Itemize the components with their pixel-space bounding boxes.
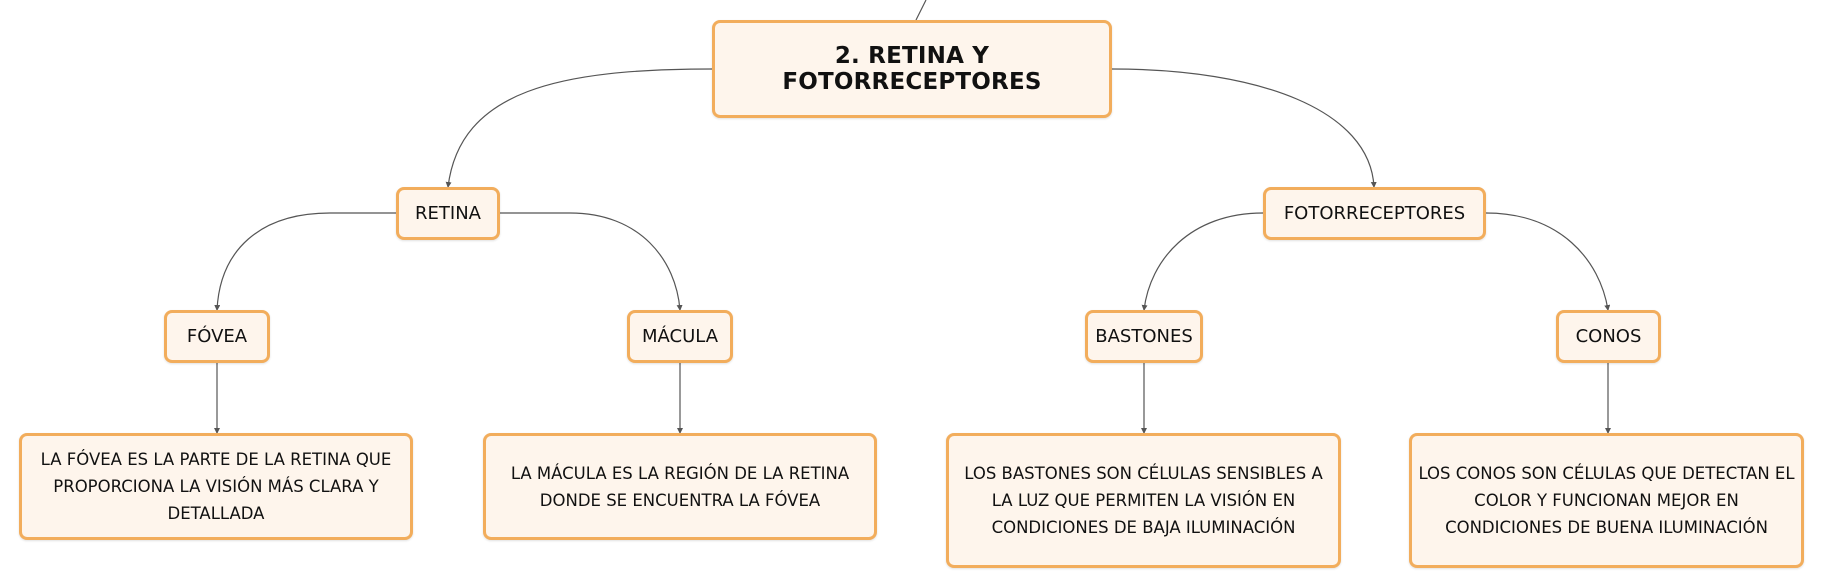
description-text-macula: LA MÁCULA ES LA REGIÓN DE LA RETINA DOND…	[510, 463, 850, 510]
description-text-conos: LOS CONOS SON CÉLULAS QUE DETECTAN EL CO…	[1418, 464, 1795, 537]
topic-label-conos: CONOS	[1575, 326, 1642, 347]
description-node-fovea[interactable]: LA FÓVEA ES LA PARTE DE LA RETINA QUE PR…	[19, 433, 413, 540]
topic-label-fovea: FÓVEA	[186, 326, 248, 347]
topic-node-macula[interactable]: MÁCULA	[627, 310, 733, 363]
topic-node-fovea[interactable]: FÓVEA	[164, 310, 270, 363]
description-text-bastones: LOS BASTONES SON CÉLULAS SENSIBLES A LA …	[964, 464, 1323, 537]
topic-label-macula: MÁCULA	[641, 326, 719, 347]
topic-node-fotorreceptores[interactable]: FOTORRECEPTORES	[1263, 187, 1486, 240]
connector-retina-macula	[500, 212, 683, 311]
root-topic-node[interactable]: 2. RETINA Y FOTORRECEPTORES	[712, 20, 1112, 118]
connector-parent-root	[915, 0, 927, 21]
connector-fotorreceptores-conos	[1485, 212, 1611, 311]
connector-root-retina	[445, 68, 713, 188]
connector-retina-fovea	[214, 212, 396, 311]
root-topic-label: 2. RETINA Y FOTORRECEPTORES	[782, 43, 1042, 95]
topic-node-bastones[interactable]: BASTONES	[1085, 310, 1203, 363]
topic-label-retina: RETINA	[415, 203, 481, 224]
topic-node-conos[interactable]: CONOS	[1556, 310, 1661, 363]
connector-fotorreceptores-bastones	[1141, 212, 1264, 311]
topic-label-fotorreceptores: FOTORRECEPTORES	[1283, 203, 1466, 224]
description-node-conos[interactable]: LOS CONOS SON CÉLULAS QUE DETECTAN EL CO…	[1409, 433, 1804, 568]
description-text-fovea: LA FÓVEA ES LA PARTE DE LA RETINA QUE PR…	[40, 450, 392, 523]
topic-label-bastones: BASTONES	[1095, 326, 1193, 347]
connector-root-fotorreceptores	[1111, 68, 1377, 188]
description-node-macula[interactable]: LA MÁCULA ES LA REGIÓN DE LA RETINA DOND…	[483, 433, 877, 540]
description-node-bastones[interactable]: LOS BASTONES SON CÉLULAS SENSIBLES A LA …	[946, 433, 1341, 568]
topic-node-retina[interactable]: RETINA	[396, 187, 500, 240]
